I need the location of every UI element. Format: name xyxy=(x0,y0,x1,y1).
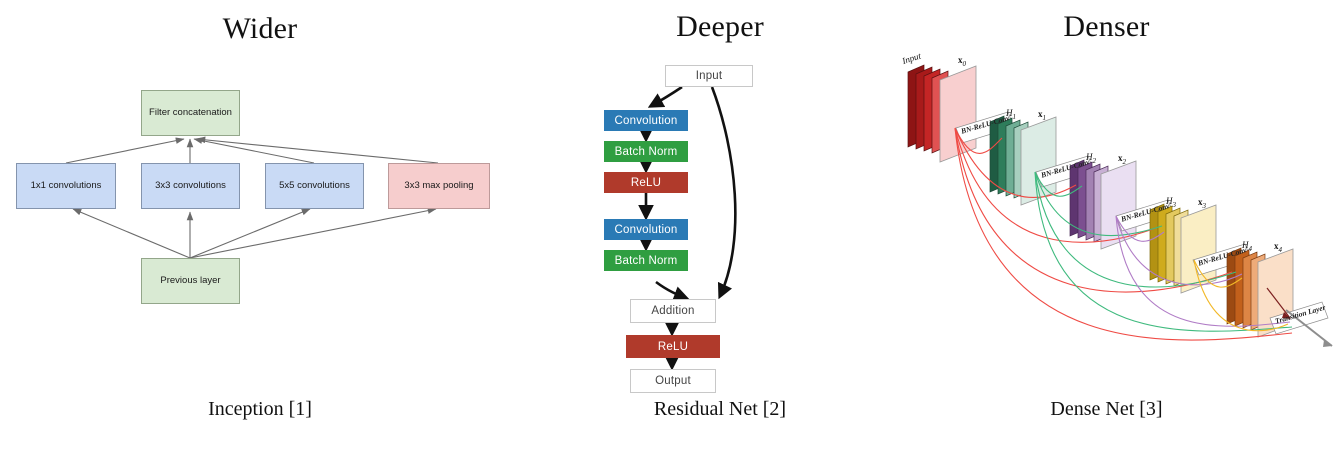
densenet-block-2 xyxy=(1069,159,1137,250)
panel-title-wider: Wider xyxy=(222,12,298,45)
resnet-node-relu-2[interactable]: ReLU xyxy=(626,335,720,358)
densenet-label-h3: H3 xyxy=(1166,196,1176,209)
resnet-node-addition[interactable]: Addition xyxy=(630,299,716,323)
panel-caption-resnet: Residual Net [2] xyxy=(653,398,787,420)
densenet-block-4 xyxy=(1226,247,1294,338)
panel-resnet: Deeper Inp xyxy=(560,0,880,452)
panel-title-denser: Denser xyxy=(1063,10,1150,43)
densenet-label-h1: H1 xyxy=(1006,108,1016,121)
panel-caption-inception: Inception [1] xyxy=(208,398,312,420)
inception-node-previous-layer[interactable]: Previous layer xyxy=(141,258,240,304)
resnet-node-convolution-2[interactable]: Convolution xyxy=(604,219,688,240)
panel-title-deeper: Deeper xyxy=(676,10,764,43)
densenet-transition-arrow xyxy=(1266,287,1291,319)
densenet-illustration xyxy=(907,64,1333,347)
densenet-block-1 xyxy=(989,115,1057,206)
resnet-node-input[interactable]: Input xyxy=(665,65,753,87)
inception-node-3x3-convolutions[interactable]: 3x3 convolutions xyxy=(141,163,240,209)
resnet-node-batch-norm-1[interactable]: Batch Norm xyxy=(604,141,688,162)
resnet-edges xyxy=(638,85,737,371)
densenet-label-x1: x1 xyxy=(1038,109,1046,122)
inception-node-filter-concatenation[interactable]: Filter concatenation xyxy=(141,90,240,136)
densenet-skip-connections-purple xyxy=(1115,215,1291,327)
resnet-node-relu-1[interactable]: ReLU xyxy=(604,172,688,193)
resnet-node-output[interactable]: Output xyxy=(630,369,716,393)
densenet-label-h2: H2 xyxy=(1086,152,1096,165)
panel-densenet: Denser xyxy=(880,0,1333,452)
inception-edges xyxy=(65,136,439,259)
resnet-node-batch-norm-2[interactable]: Batch Norm xyxy=(604,250,688,271)
densenet-label-h4: H4 xyxy=(1242,240,1252,253)
resnet-node-convolution-1[interactable]: Convolution xyxy=(604,110,688,131)
inception-node-3x3-max-pooling[interactable]: 3x3 max pooling xyxy=(388,163,490,209)
densenet-label-x0: x0 xyxy=(958,55,966,68)
inception-node-5x5-convolutions[interactable]: 5x5 convolutions xyxy=(265,163,364,209)
densenet-block-3 xyxy=(1149,203,1217,294)
densenet-label-x2: x2 xyxy=(1118,153,1126,166)
panel-caption-densenet: Dense Net [3] xyxy=(1050,398,1163,420)
densenet-label-x4: x4 xyxy=(1274,241,1282,254)
densenet-skip-connections-yellow xyxy=(1193,259,1289,332)
panel-inception: Wider Filter concatenation 1x1 c xyxy=(0,0,520,452)
densenet-block-input xyxy=(907,64,977,163)
densenet-label-x3: x3 xyxy=(1198,197,1206,210)
inception-node-1x1-convolutions[interactable]: 1x1 convolutions xyxy=(16,163,116,209)
